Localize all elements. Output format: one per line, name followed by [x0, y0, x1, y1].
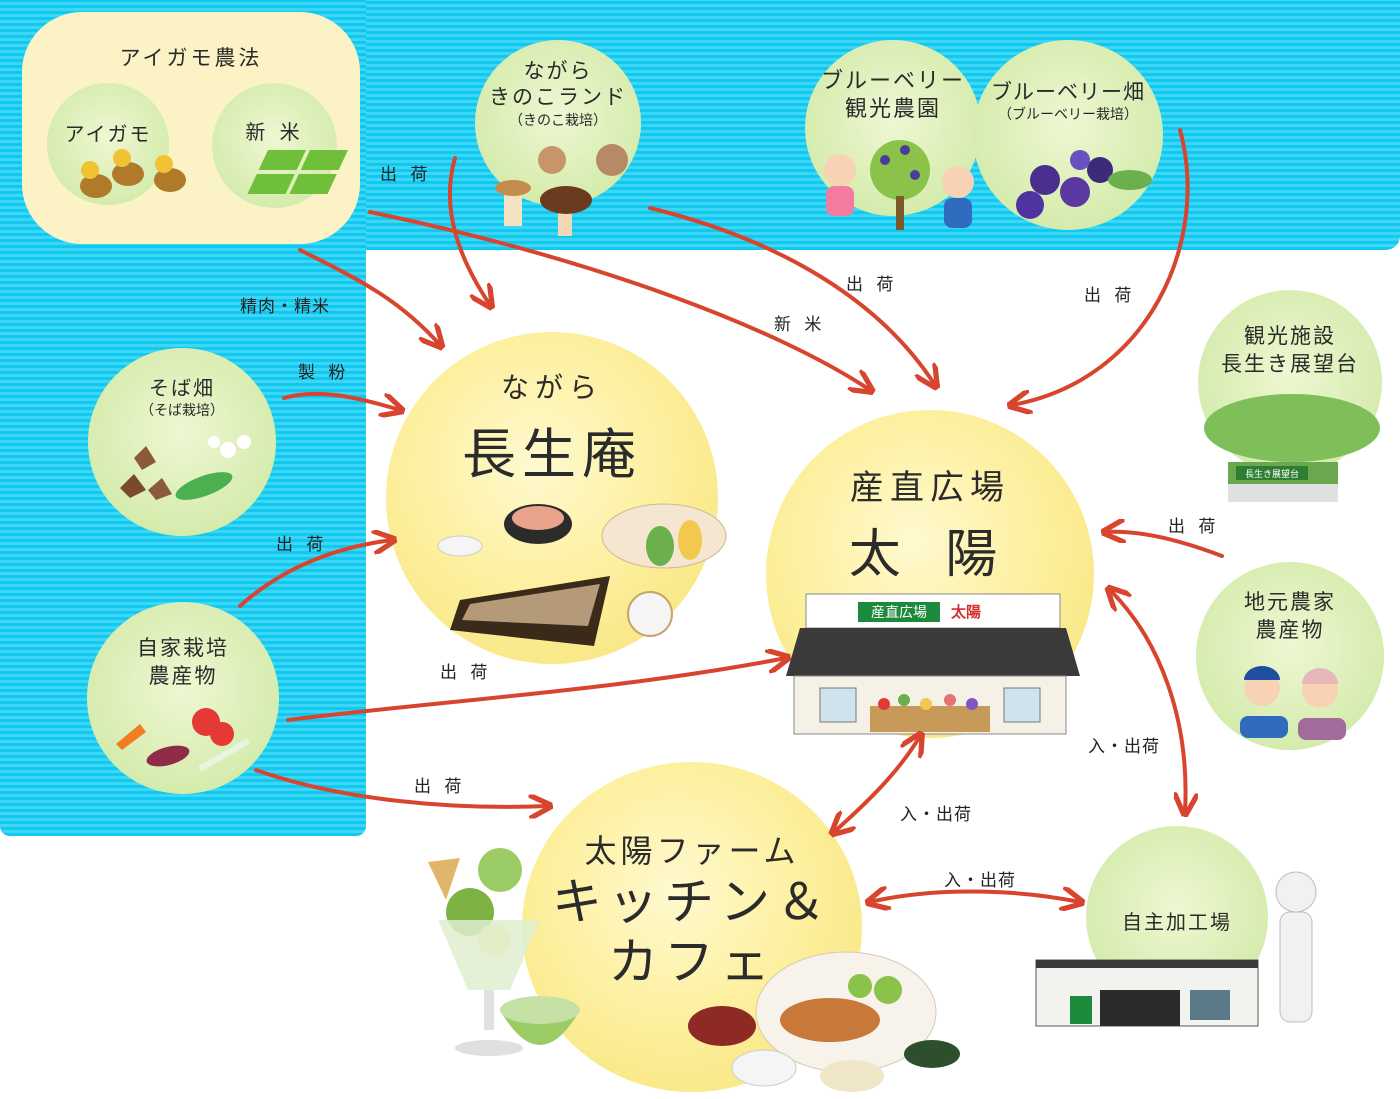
hub-farm-title: キッチン＆ カフェ — [552, 873, 832, 991]
edge-label-12: 入・出荷 — [900, 805, 972, 825]
arrow-sanchoku-kakou — [1110, 590, 1186, 812]
node-blueberry-field-sub: （ブルーベリー栽培） — [998, 107, 1138, 123]
edge-label-2: 精肉・精米 — [240, 297, 330, 317]
arrow-blueberry-to-sanchoku — [1012, 128, 1190, 405]
node-jimoto — [1196, 562, 1384, 750]
hub-choseian-small: ながら — [500, 371, 603, 404]
node-kanko-label: 観光施設 長生き展望台 — [1221, 324, 1359, 376]
arrow-soba-to-choseian — [282, 391, 400, 410]
mushroom-icon — [495, 144, 628, 236]
aigamo-group-label: アイガモ農法 — [119, 46, 263, 70]
node-soba-label: そば畑 — [149, 376, 215, 400]
arrow-jika-to-choseian — [238, 540, 392, 608]
blueberry-bush-icon — [870, 140, 930, 230]
edge-label-1: 出 荷 — [380, 165, 432, 185]
node-jimoto-label: 地元農家 農産物 — [1244, 590, 1336, 642]
factory-icon — [1035, 871, 1317, 1027]
shop-sign-text-b: 太陽 — [951, 603, 981, 621]
duckling-icon — [80, 149, 186, 198]
edge-label-8: 出 荷 — [440, 663, 492, 683]
node-shinmai-label: 新 米 — [245, 120, 304, 144]
node-blueberry-park-label: ブルーベリー 観光農園 — [820, 69, 965, 122]
hub-sanchoku-title: 太 陽 — [848, 525, 1012, 585]
rice-paddy-icon — [247, 150, 348, 194]
node-kakou-label: 自主加工場 — [1122, 910, 1232, 934]
node-kinoko — [475, 40, 641, 206]
node-jika-label: 自家栽培 農産物 — [137, 636, 229, 688]
arrow-kinoko-to-choseian — [447, 156, 490, 305]
parfait-icon — [428, 848, 540, 1056]
blueberries-icon — [1016, 150, 1152, 219]
edge-label-5: 出 荷 — [1084, 286, 1136, 306]
hub-sanchoku-small: 産直広場 — [850, 468, 1010, 508]
node-soba-sub: （そば栽培） — [140, 403, 224, 419]
hub-farm-small: 太陽ファーム — [584, 832, 800, 870]
node-jika — [87, 602, 279, 794]
shop-building-icon: 産直広場 太陽 — [786, 593, 1080, 735]
farmer-icon — [1240, 666, 1346, 740]
arrow-kinoko-to-sanchoku — [648, 206, 935, 385]
arrow-jika-to-farm — [254, 768, 548, 807]
edge-label-3: 新 米 — [774, 315, 826, 335]
edge-label-7: 出 荷 — [276, 535, 328, 555]
node-kinoko-sub: （きのこ栽培） — [509, 113, 607, 129]
child-icon — [824, 154, 974, 228]
edge-label-9: 出 荷 — [414, 777, 466, 797]
buckwheat-icon — [120, 435, 251, 500]
matcha-cup-icon — [500, 996, 580, 1045]
edge-label-11: 入・出荷 — [1088, 737, 1160, 757]
shop-sign-text-a: 産直広場 — [871, 604, 927, 621]
observatory-icon: 長生き展望台 — [1204, 394, 1380, 502]
arrow-jika-to-sanchoku — [286, 658, 786, 722]
node-kinoko-label: ながら きのこランド — [489, 59, 627, 109]
vegetables-icon — [116, 708, 250, 772]
edge-label-10: 出 荷 — [1168, 517, 1220, 537]
arrow-farm-kakou — [870, 892, 1080, 903]
arrow-shinmai-to-sanchoku — [368, 210, 870, 390]
node-blueberry-field-label: ブルーベリー畑 — [991, 80, 1145, 104]
edge-label-4: 出 荷 — [846, 275, 898, 295]
arrow-sanchoku-farm — [834, 736, 920, 832]
soba-tray-icon — [437, 503, 727, 646]
node-aigamo-label: アイガモ — [64, 122, 152, 146]
arrow-aigamo-to-choseian — [298, 248, 440, 345]
edge-label-13: 入・出荷 — [944, 871, 1016, 891]
hub-choseian-title: 長生庵 — [462, 423, 642, 486]
observatory-sign-text: 長生き展望台 — [1245, 468, 1299, 480]
arrow-jimoto-to-sanchoku — [1106, 532, 1224, 558]
set-meal-icon — [688, 951, 960, 1092]
edge-label-6: 製 粉 — [298, 363, 350, 383]
